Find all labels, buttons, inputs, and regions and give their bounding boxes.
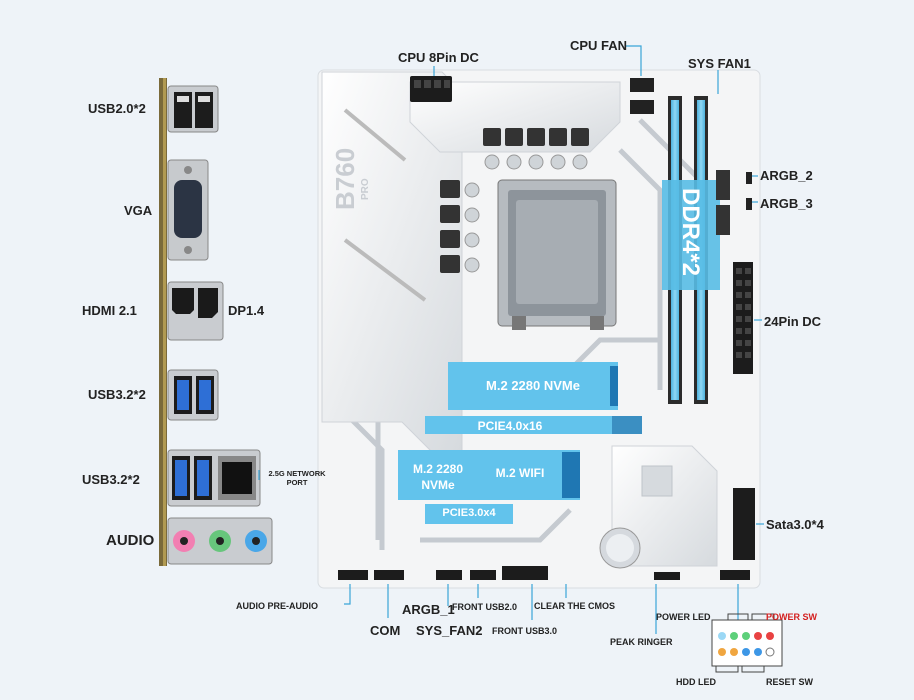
m2-slot-bottom: [398, 450, 580, 500]
label-vga: VGA: [124, 203, 153, 218]
cpu-socket: [497, 179, 617, 330]
label-argb3: ARGB_3: [760, 196, 813, 211]
usb32-lan-port-icon: [167, 449, 261, 507]
pcie16-label: PCIE4.0x16: [477, 419, 543, 433]
label-sata: Sata3.0*4: [766, 517, 824, 532]
label-dp: DP1.4: [228, 303, 265, 318]
m2-slot-top: [448, 362, 618, 410]
label-usb32-a: USB3.2*2: [88, 387, 146, 402]
label-power-sw: POWER SW: [766, 612, 817, 622]
front-panel-pin-diagram: [711, 613, 783, 673]
argb3-header: [746, 198, 752, 210]
audio-jack-icon: [167, 517, 273, 565]
leader-lines: [258, 45, 764, 634]
label-clear-cmos: CLEAR THE CMOS: [534, 601, 615, 611]
m2-bottom-label-1: M.2 2280: [412, 462, 464, 476]
label-front-usb30: FRONT USB3.0: [492, 626, 558, 636]
audio-header: [338, 570, 368, 580]
label-usb20: USB2.0*2: [88, 101, 146, 116]
label-hdmi: HDMI 2.1: [82, 303, 137, 318]
label-lan: 2.5G NETWORK PORT: [268, 469, 326, 487]
dimm-slots: [662, 96, 720, 404]
cpu-8pin-connector: [410, 76, 452, 102]
label-sys-fan2: SYS_FAN2: [416, 623, 483, 638]
ddr-label: DDR4*2: [677, 188, 704, 277]
argb2-header: [746, 172, 752, 184]
label-usb32-b: USB3.2*2: [82, 472, 140, 487]
label-24pin: 24Pin DC: [764, 314, 822, 329]
vga-port-icon: [167, 159, 209, 261]
label-cpu-fan: CPU FAN: [570, 38, 628, 53]
label-sys-fan1: SYS FAN1: [688, 56, 751, 71]
chipset-brand-text: B760: [330, 147, 360, 210]
label-argb1: ARGB_1: [402, 602, 455, 617]
label-audio: AUDIO: [106, 532, 155, 549]
pcie-x16-slot: [425, 416, 635, 434]
vrm-heatsink-top: [409, 81, 621, 153]
m2-bottom-label-2: NVMe: [421, 478, 455, 492]
chipset-sub-text: PRO: [360, 178, 371, 200]
hdmi-dp-port-icon: [167, 281, 224, 341]
m2-wifi-label: M.2 WIFI: [495, 466, 545, 480]
label-hdd-led: HDD LED: [676, 677, 716, 687]
label-cpu-8pin: CPU 8Pin DC: [398, 50, 479, 65]
sata-connectors: [733, 488, 755, 560]
usb20-port-icon: [167, 85, 219, 133]
cpu-fan-header: [630, 78, 654, 92]
label-audio-pre: AUDIO PRE-AUDIO: [236, 601, 319, 611]
label-power-led: POWER LED: [656, 612, 711, 622]
usb32-port-icon: [167, 369, 219, 421]
label-front-usb20: FRONT USB2.0: [452, 602, 518, 612]
pcie4-label: PCIE3.0x4: [442, 507, 496, 519]
pcie-x4-slot: [425, 504, 513, 524]
label-argb2: ARGB_2: [760, 168, 813, 183]
label-reset-sw: RESET SW: [766, 677, 814, 687]
m2-top-label: M.2 2280 NVMe: [486, 378, 580, 393]
label-com: COM: [370, 623, 401, 638]
label-peak-ringer: PEAK RINGER: [610, 637, 673, 647]
